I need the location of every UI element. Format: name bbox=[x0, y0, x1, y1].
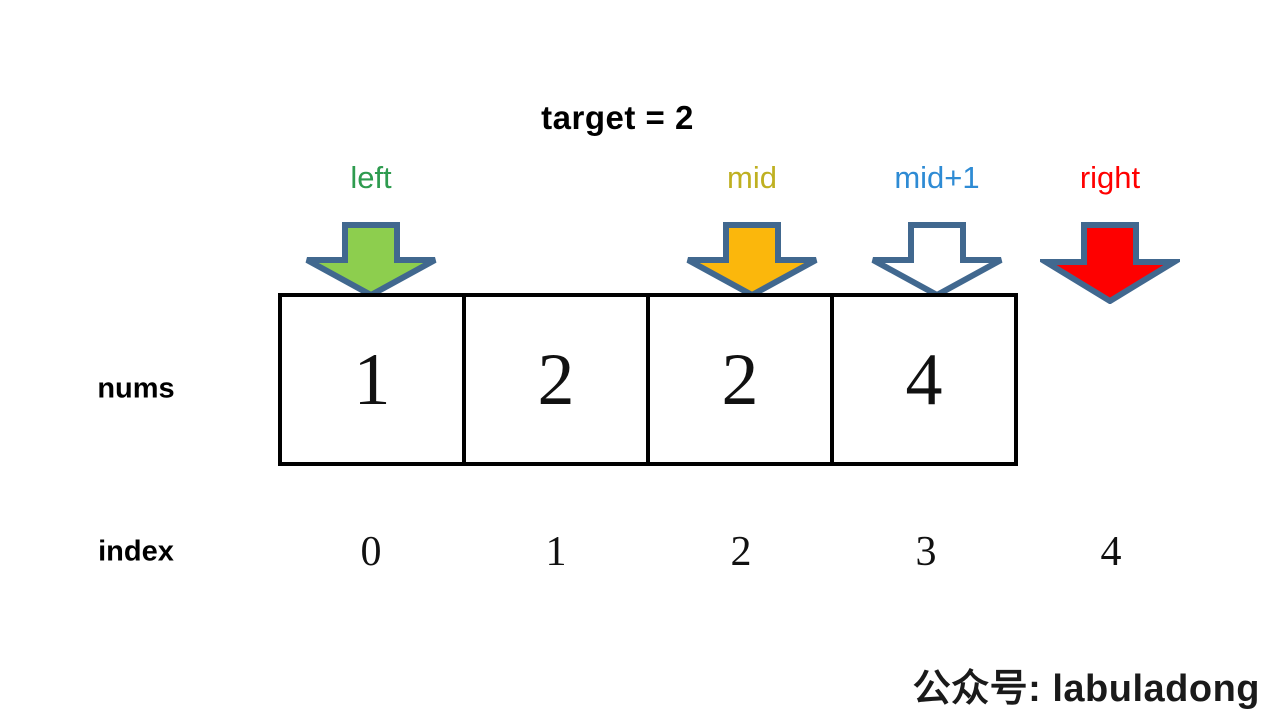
array-cell-2: 2 bbox=[650, 297, 834, 462]
mid-plus-1-pointer-arrow-icon bbox=[867, 222, 1007, 298]
right-pointer-arrow-icon bbox=[1040, 222, 1180, 304]
array-cell-1: 2 bbox=[466, 297, 650, 462]
index-row-label: index bbox=[98, 535, 174, 568]
target-title: target = 2 bbox=[541, 99, 694, 136]
index-value-1: 1 bbox=[545, 529, 567, 575]
index-value-4: 4 bbox=[1100, 529, 1122, 575]
index-value-3: 3 bbox=[915, 529, 937, 575]
nums-array: 1 2 2 4 bbox=[278, 293, 1018, 466]
pointer-label-mid: mid bbox=[727, 160, 777, 195]
mid-pointer-arrow-icon bbox=[682, 222, 822, 298]
left-pointer-arrow-icon bbox=[301, 222, 441, 298]
pointer-label-right: right bbox=[1079, 160, 1141, 195]
nums-row-label: nums bbox=[97, 372, 175, 405]
pointer-label-mid-plus-1: mid+1 bbox=[894, 160, 980, 195]
index-value-0: 0 bbox=[360, 529, 382, 575]
pointer-label-left: left bbox=[350, 160, 392, 195]
watermark: 公众号: labuladong bbox=[912, 668, 1260, 710]
array-cell-0: 1 bbox=[282, 297, 466, 462]
index-value-2: 2 bbox=[730, 529, 752, 575]
array-cell-3: 4 bbox=[905, 338, 943, 421]
